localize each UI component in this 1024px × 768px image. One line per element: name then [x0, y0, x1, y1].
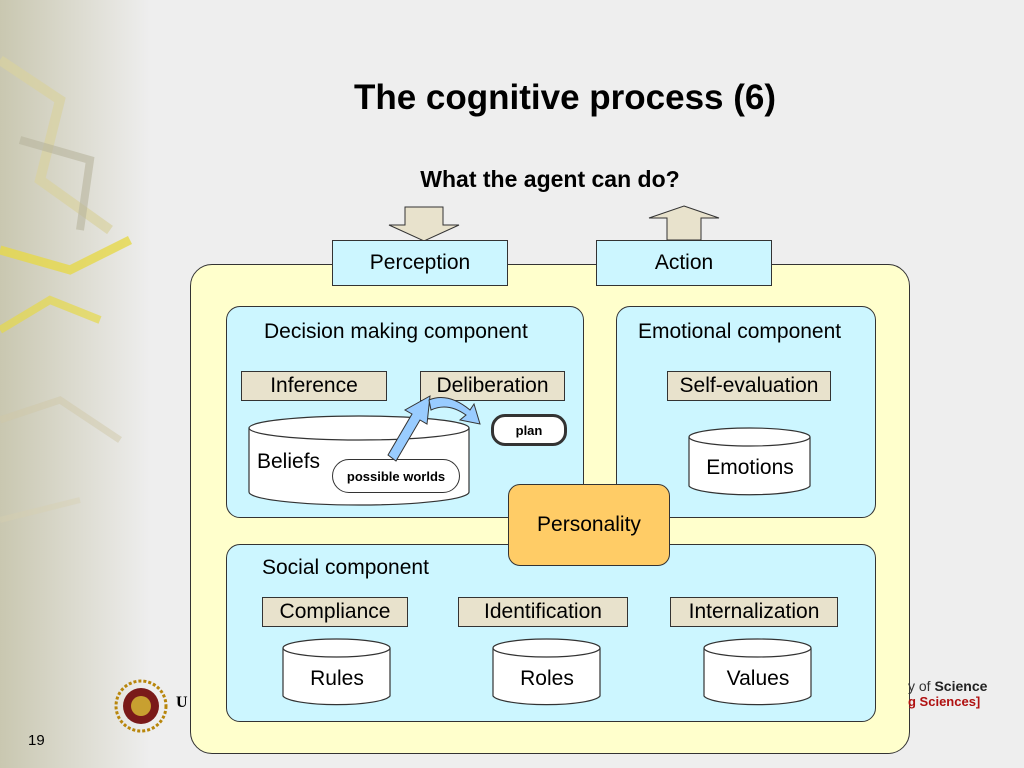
logo-left-fragment: U — [176, 694, 188, 711]
roles-label: Roles — [520, 667, 574, 690]
faculty-logo-text: y of Science g Sciences] — [908, 678, 987, 709]
slide-number: 19 — [28, 732, 45, 749]
values-label: Values — [726, 667, 790, 690]
plan-pill: plan — [491, 414, 567, 446]
university-seal-logo — [114, 679, 168, 733]
personality-box: Personality — [508, 484, 670, 566]
logo-line2: g Sciences] — [908, 694, 981, 709]
values-cylinder — [703, 638, 812, 706]
emotions-cylinder — [688, 427, 811, 496]
logo-line1-b: Science — [934, 678, 988, 694]
beliefs-label: Beliefs — [257, 450, 321, 473]
compliance-box: Compliance — [262, 597, 408, 627]
logo-line1-a: y of — [908, 678, 935, 694]
rules-cylinder — [282, 638, 391, 706]
decision-component-title: Decision making component — [264, 320, 528, 343]
roles-cylinder — [492, 638, 601, 706]
internalization-box: Internalization — [670, 597, 838, 627]
emotions-label: Emotions — [706, 456, 794, 479]
deliberation-box: Deliberation — [420, 371, 565, 401]
possible-worlds-pill: possible worlds — [332, 459, 460, 493]
decorative-pattern — [0, 0, 150, 768]
inference-box: Inference — [241, 371, 387, 401]
perception-box: Perception — [332, 240, 508, 286]
social-component-title: Social component — [262, 556, 429, 579]
slide-subtitle: What the agent can do? — [420, 166, 680, 192]
rules-label: Rules — [310, 667, 364, 690]
action-box: Action — [596, 240, 772, 286]
identification-box: Identification — [458, 597, 628, 627]
emotional-component-title: Emotional component — [638, 320, 842, 343]
decorative-background-band — [0, 0, 150, 768]
self-evaluation-box: Self-evaluation — [667, 371, 831, 401]
slide-title: The cognitive process (6) — [353, 78, 777, 117]
inference-to-deliberation-arrow — [387, 395, 481, 462]
perception-input-arrow — [388, 206, 460, 242]
action-output-arrow — [648, 205, 720, 241]
